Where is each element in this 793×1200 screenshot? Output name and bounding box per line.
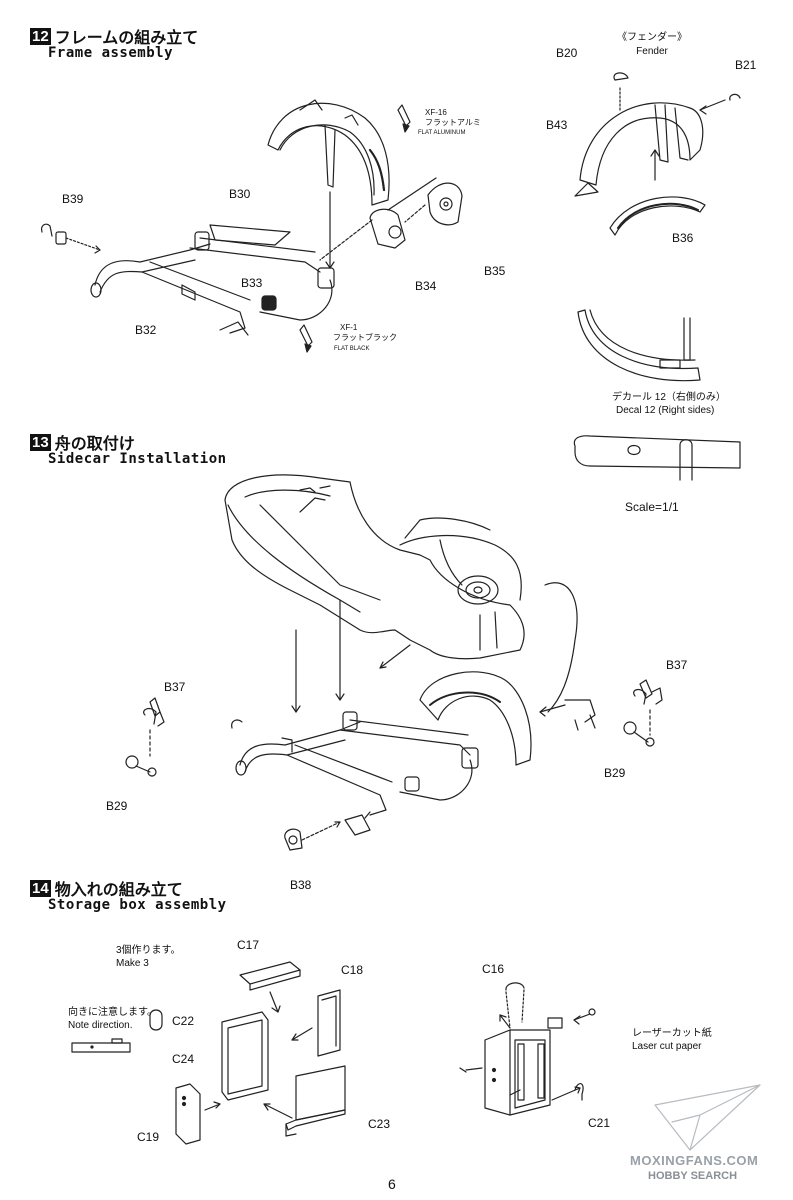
part-label-b36: B36 xyxy=(672,231,694,245)
decal-note-jp: デカール 12（右側のみ） xyxy=(612,392,726,403)
section-14-title-en: Storage box assembly xyxy=(48,897,227,913)
b37-b29-right-drawing xyxy=(623,679,663,747)
section-13-title-jp: 舟の取付け xyxy=(54,434,135,453)
b37-b29-left-drawing xyxy=(125,697,165,777)
part-label-b43: B43 xyxy=(546,118,568,132)
section-12-title-en: Frame assembly xyxy=(48,45,174,61)
paint-name-xf16-jp: フラットアルミ xyxy=(425,118,481,127)
part-label-c23: C23 xyxy=(368,1117,391,1131)
scale-fender-drawing xyxy=(573,435,741,481)
part-label-b39: B39 xyxy=(62,192,84,206)
section-12-heading: 12 フレームの組み立て xyxy=(30,24,198,48)
part-label-b38: B38 xyxy=(290,878,312,892)
laser-cut-jp: レーザーカット紙 xyxy=(632,1028,712,1039)
part-label-c21: C21 xyxy=(588,1116,611,1130)
section-14-title-jp: 物入れの組み立て xyxy=(54,880,183,899)
paint-brush-icon xyxy=(397,104,411,133)
part-label-c16: C16 xyxy=(482,962,505,976)
fender-inset-drawing xyxy=(574,72,741,236)
part-label-c24: C24 xyxy=(172,1052,195,1066)
part-label-c17: C17 xyxy=(237,938,260,952)
part-label-b29-left: B29 xyxy=(106,799,128,813)
section-12-title-jp: フレームの組み立て xyxy=(54,28,199,47)
section-14-number: 14 xyxy=(30,879,51,897)
sidecar-body-drawing xyxy=(224,474,578,713)
section-14-heading: 14 物入れの組み立て xyxy=(30,876,183,900)
part-label-b32: B32 xyxy=(135,323,157,337)
fender-title-en: Fender xyxy=(636,46,668,57)
part-label-b37-left: B37 xyxy=(164,680,186,694)
part-label-b37-right: B37 xyxy=(666,658,688,672)
make-three-jp: 3個作ります。 xyxy=(116,945,181,956)
watermark-text: HOBBY SEARCH xyxy=(648,1170,738,1182)
part-label-c22: C22 xyxy=(172,1014,195,1028)
note-direction-en: Note direction. xyxy=(68,1020,133,1031)
decal-note-en: Decal 12 (Right sides) xyxy=(616,405,715,416)
b34-b35-hub-drawing xyxy=(319,177,463,269)
laser-cut-en: Laser cut paper xyxy=(632,1041,702,1052)
storage-box-parts-drawing xyxy=(71,961,346,1145)
page-number: 6 xyxy=(388,1176,396,1192)
paint-name-xf1-jp: フラットブラック xyxy=(333,333,397,342)
decal-fender-drawing xyxy=(577,309,701,382)
make-three-en: Make 3 xyxy=(116,958,149,969)
sidecar-frame-drawing xyxy=(231,671,596,816)
scale-text: Scale=1/1 xyxy=(625,500,679,514)
watermark-plane-icon xyxy=(654,1084,761,1151)
sidecar-arrows-drawing xyxy=(291,599,411,713)
part-label-b30: B30 xyxy=(229,187,251,201)
paint-name-xf16-en: FLAT ALUMINUM xyxy=(418,130,466,136)
section-13-heading: 13 舟の取付け xyxy=(30,430,135,454)
paint-code-xf1: XF-1 xyxy=(340,323,358,332)
frame-drawing xyxy=(90,224,335,336)
part-label-c19: C19 xyxy=(137,1130,160,1144)
part-label-b34: B34 xyxy=(415,279,437,293)
part-label-b29-right: B29 xyxy=(604,766,626,780)
part-label-b35: B35 xyxy=(484,264,506,278)
note-direction-jp: 向きに注意します。 xyxy=(68,1007,157,1018)
frame-fender-drawing xyxy=(267,99,390,206)
part-label-c18: C18 xyxy=(341,963,364,977)
section-12-number: 12 xyxy=(30,27,51,45)
fender-title-jp: 《フェンダー》 xyxy=(617,32,687,43)
b39-part-drawing xyxy=(41,223,101,254)
storage-box-assembled-drawing xyxy=(459,982,596,1116)
watermark-text: MOXINGFANS.COM xyxy=(630,1153,759,1168)
section-13-title-en: Sidecar Installation xyxy=(48,451,227,467)
part-label-b20: B20 xyxy=(556,46,578,60)
part-label-b21: B21 xyxy=(735,58,757,72)
paint-brush-icon xyxy=(299,324,313,353)
part-label-b33: B33 xyxy=(241,276,263,290)
section-13-number: 13 xyxy=(30,433,51,451)
paint-code-xf16: XF-16 xyxy=(425,108,447,117)
paint-name-xf1-en: FLAT BLACK xyxy=(334,346,370,352)
b38-part-drawing xyxy=(284,811,371,851)
